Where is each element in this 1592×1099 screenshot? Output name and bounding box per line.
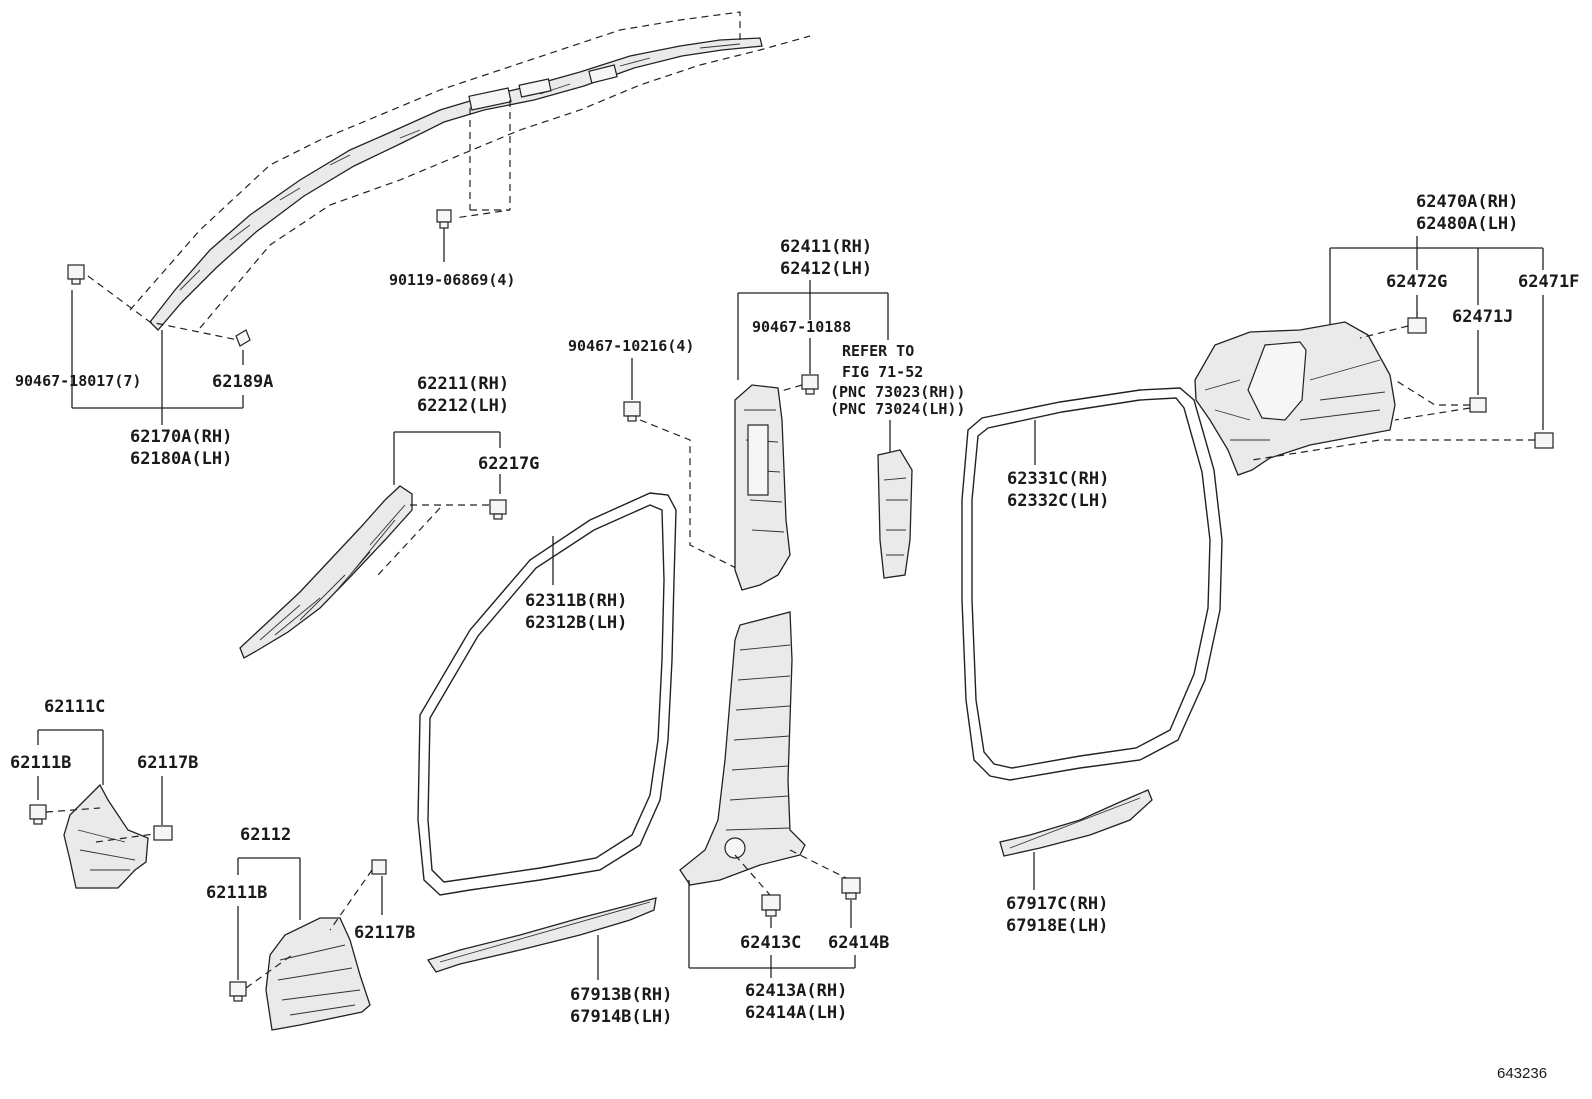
center-pillar-lower-62413A[interactable] bbox=[679, 611, 806, 886]
label-62413A: 62413A(RH) bbox=[745, 981, 847, 1001]
label-62471F: 62471F bbox=[1518, 272, 1579, 292]
label-62414A: 62414A(LH) bbox=[745, 1003, 847, 1023]
quarter-trim-62470A[interactable] bbox=[1194, 321, 1396, 476]
clip-90467-18017-icon[interactable] bbox=[67, 264, 85, 285]
label-62411: 62411(RH) bbox=[780, 237, 872, 257]
label-62312B: 62312B(LH) bbox=[525, 613, 627, 633]
label-62212: 62212(LH) bbox=[417, 396, 509, 416]
cowl-side-trim-62111C[interactable] bbox=[63, 783, 149, 889]
label-refer-pnc-rh: (PNC 73023(RH)) bbox=[830, 383, 965, 401]
rear-scuff-plate-67917C[interactable] bbox=[999, 789, 1153, 857]
label-62331C: 62331C(RH) bbox=[1007, 469, 1109, 489]
label-90467-18017: 90467-18017(7) bbox=[15, 372, 141, 390]
label-refer-to: REFER TO bbox=[842, 342, 914, 360]
label-refer-pnc-lh: (PNC 73024(LH)) bbox=[830, 400, 965, 418]
label-67914B: 67914B(LH) bbox=[570, 1007, 672, 1027]
front-scuff-plate-67913B[interactable] bbox=[426, 897, 657, 973]
clip-62472G-icon[interactable] bbox=[1407, 317, 1427, 334]
label-62480A: 62480A(LH) bbox=[1416, 214, 1518, 234]
clip-90467-10188-icon[interactable] bbox=[801, 374, 819, 395]
label-62112: 62112 bbox=[240, 825, 291, 845]
label-90467-10188: 90467-10188 bbox=[752, 318, 851, 336]
label-62189A: 62189A bbox=[212, 372, 273, 392]
label-62471J: 62471J bbox=[1452, 307, 1513, 327]
label-62472G: 62472G bbox=[1386, 272, 1447, 292]
label-62217G: 62217G bbox=[478, 454, 539, 474]
label-62111B-b: 62111B bbox=[206, 883, 267, 903]
label-62470A: 62470A(RH) bbox=[1416, 192, 1518, 212]
center-pillar-upper-62411[interactable] bbox=[734, 384, 791, 591]
label-62412: 62412(LH) bbox=[780, 259, 872, 279]
label-62414B: 62414B bbox=[828, 933, 889, 953]
label-62211: 62211(RH) bbox=[417, 374, 509, 394]
clip-62217G-icon[interactable] bbox=[489, 499, 507, 520]
label-62117B-a: 62117B bbox=[137, 753, 198, 773]
label-62111C: 62111C bbox=[44, 697, 105, 717]
clip-62117B-b-icon[interactable] bbox=[371, 859, 387, 875]
bolt-90119-icon[interactable] bbox=[436, 209, 452, 229]
rear-door-opening-trim-62331C[interactable] bbox=[961, 387, 1223, 781]
clip-62189A-icon[interactable] bbox=[235, 329, 251, 347]
label-62170A: 62170A(RH) bbox=[130, 427, 232, 447]
label-62117B-b: 62117B bbox=[354, 923, 415, 943]
label-90467-10216: 90467-10216(4) bbox=[568, 337, 694, 355]
front-door-opening-trim-62311B[interactable] bbox=[417, 492, 677, 896]
curtain-airbag-62170A[interactable] bbox=[149, 37, 763, 331]
cowl-side-trim-62112[interactable] bbox=[265, 917, 371, 1031]
clip-62117B-a-icon[interactable] bbox=[153, 825, 173, 841]
clip-62111B-a-icon[interactable] bbox=[29, 804, 47, 825]
label-refer-fig: FIG 71-52 bbox=[842, 363, 923, 381]
clip-62471J-icon[interactable] bbox=[1469, 397, 1487, 413]
figure-number: 643236 bbox=[1497, 1065, 1547, 1082]
label-67917C: 67917C(RH) bbox=[1006, 894, 1108, 914]
clip-62111B-b-icon[interactable] bbox=[229, 981, 247, 1002]
label-62413C: 62413C bbox=[740, 933, 801, 953]
clip-62471F-icon[interactable] bbox=[1534, 432, 1554, 449]
label-67913B: 67913B(RH) bbox=[570, 985, 672, 1005]
label-62111B-a: 62111B bbox=[10, 753, 71, 773]
label-62332C: 62332C(LH) bbox=[1007, 491, 1109, 511]
label-67918E: 67918E(LH) bbox=[1006, 916, 1108, 936]
label-62180A: 62180A(LH) bbox=[130, 449, 232, 469]
clip-62414B-icon[interactable] bbox=[841, 877, 861, 900]
clip-90467-10216-icon[interactable] bbox=[623, 401, 641, 422]
clip-62413C-icon[interactable] bbox=[761, 894, 781, 917]
label-90119-06869: 90119-06869(4) bbox=[389, 271, 515, 289]
a-pillar-garnish-62211[interactable] bbox=[239, 485, 413, 659]
label-62311B: 62311B(RH) bbox=[525, 591, 627, 611]
seat-belt-anchor-ref[interactable] bbox=[877, 449, 913, 579]
